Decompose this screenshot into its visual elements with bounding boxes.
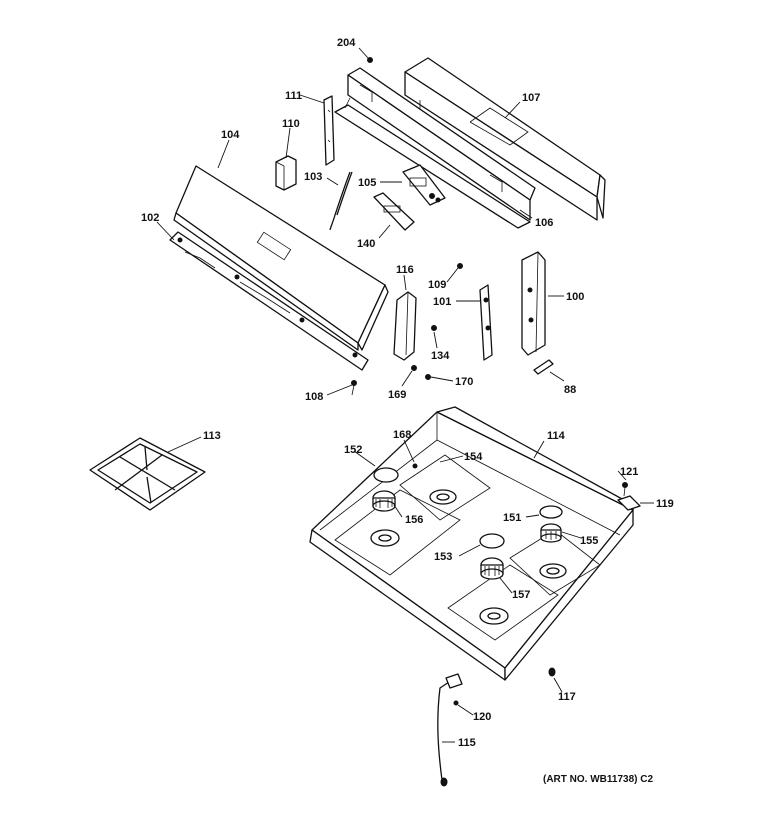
burner-grate [89, 437, 206, 511]
callout-151: 151 [503, 512, 521, 524]
callout-155: 155 [580, 535, 598, 547]
burner-heads [372, 490, 562, 580]
callout-101: 101 [433, 296, 451, 308]
callout-116: 116 [396, 264, 414, 276]
end-bracket [323, 95, 335, 166]
callout-105: 105 [358, 177, 376, 189]
callout-104: 104 [221, 129, 240, 141]
callout-100: 100 [566, 291, 584, 303]
callout-153: 153 [434, 551, 452, 563]
clock-module [275, 155, 297, 191]
switch-overlay [373, 192, 415, 231]
callout-102: 102 [141, 212, 159, 224]
spacer [533, 359, 554, 375]
callout-111: 111 [285, 90, 302, 102]
control-panel-frame [334, 67, 536, 229]
callout-169: 169 [388, 389, 406, 401]
callout-103: 103 [304, 171, 322, 183]
callout-157: 157 [512, 589, 530, 601]
callout-152: 152 [344, 444, 362, 456]
side-trim [393, 291, 417, 361]
backsplash-rear-cover [404, 57, 606, 221]
end-panel [521, 251, 546, 356]
switch-module [402, 164, 446, 206]
callout-204: 204 [337, 37, 356, 49]
callout-168: 168 [393, 429, 411, 441]
burner-caps [373, 467, 563, 549]
cooktop-hardware [548, 482, 641, 677]
callout-156: 156 [405, 514, 423, 526]
callout-170: 170 [455, 376, 473, 388]
mounting-bracket [479, 284, 493, 361]
callout-leaders [156, 47, 654, 743]
callout-154: 154 [464, 451, 483, 463]
callout-88: 88 [564, 384, 576, 396]
callout-120: 120 [473, 711, 491, 723]
wire-harness [329, 171, 353, 231]
callout-114: 114 [547, 430, 566, 442]
control-panel [173, 165, 389, 351]
callout-106: 106 [535, 217, 553, 229]
screw-hardware [351, 57, 463, 396]
callout-115: 115 [458, 737, 476, 749]
igniter-wire [437, 673, 463, 787]
callout-134: 134 [431, 350, 450, 362]
art-number: (ART NO. WB11738) C2 [543, 774, 653, 785]
callout-140: 140 [357, 238, 375, 250]
callout-113: 113 [203, 430, 221, 442]
callout-107: 107 [522, 92, 540, 104]
callout-109: 109 [428, 279, 446, 291]
callout-117: 117 [558, 691, 576, 703]
callout-119: 119 [656, 498, 674, 510]
callout-108: 108 [305, 391, 323, 403]
manifold-rail [169, 231, 369, 371]
callout-110: 110 [282, 118, 300, 130]
callout-labels: 204 111 107 110 104 103 105 106 102 140 … [141, 37, 674, 749]
callout-121: 121 [620, 466, 638, 478]
